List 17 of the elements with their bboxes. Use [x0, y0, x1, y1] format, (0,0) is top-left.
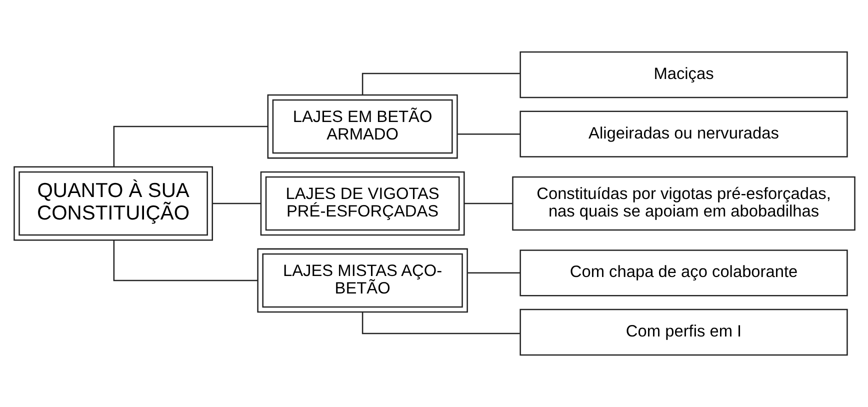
node-box: LAJES EM BETÃO ARMADO [266, 94, 458, 159]
node-box: Aligeiradas ou nervuradas [519, 110, 848, 158]
connector [112, 240, 257, 282]
node-box: LAJES MISTAS AÇO-BETÃO [256, 248, 468, 313]
node-box: QUANTO À SUA CONSTITUIÇÃO [13, 166, 212, 241]
connector [467, 272, 520, 274]
connector [361, 72, 520, 94]
node-box: Constituídas por vigotas pré-esforçadas, nas quais se apoiam em abobadilhas [512, 176, 855, 231]
node-box: Com chapa de aço colaborante [519, 250, 848, 296]
connector [112, 126, 268, 167]
connector [464, 202, 512, 204]
node-box: Com perfis em I [519, 308, 848, 356]
connector [457, 133, 520, 135]
node-box: LAJES DE VIGOTAS PRÉ-ESFORÇADAS [260, 171, 464, 236]
node-box: Maciças [519, 51, 848, 98]
connector [212, 202, 260, 204]
connector [361, 312, 520, 334]
